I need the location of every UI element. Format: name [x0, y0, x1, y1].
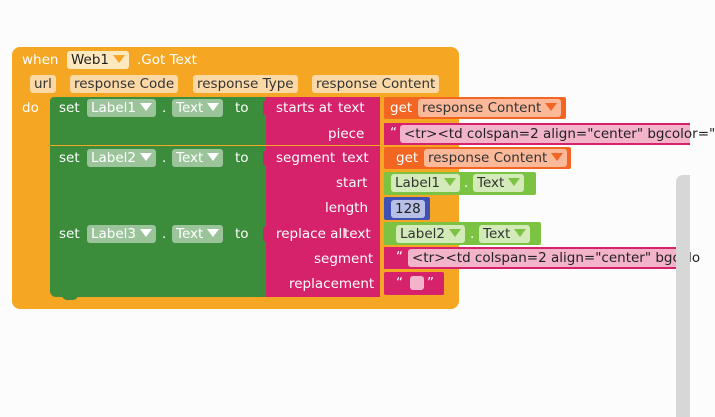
param-response-content[interactable]: response Content	[312, 75, 440, 93]
chevron-down-icon	[514, 229, 527, 237]
when-label: when	[22, 52, 59, 68]
property-dropdown-text[interactable]: Text	[479, 225, 531, 243]
to-keyword: to	[235, 100, 249, 116]
quote-open-icon: “	[390, 125, 397, 141]
quote-close-icon: ”	[427, 275, 434, 291]
quote-open-icon: “	[396, 275, 403, 291]
set-block-label3-text[interactable]	[50, 222, 268, 297]
chevron-down-icon	[140, 229, 153, 237]
set-block-label1-text[interactable]	[50, 97, 268, 145]
dot-separator: .	[464, 175, 469, 191]
chevron-down-icon	[207, 229, 220, 237]
slot-label-piece: piece	[328, 126, 365, 142]
property-dropdown-text[interactable]: Text	[172, 99, 224, 117]
set-keyword: set	[59, 150, 80, 166]
dot-separator: .	[162, 226, 167, 242]
property-dropdown-text[interactable]: Text	[473, 174, 525, 192]
do-label: do	[22, 100, 39, 116]
chevron-down-icon	[551, 153, 564, 161]
chevron-down-icon	[508, 178, 521, 186]
variable-dropdown-response-content[interactable]: response Content	[418, 99, 562, 117]
string-literal-replacement[interactable]	[410, 276, 424, 290]
block-notch	[62, 293, 78, 300]
property-dropdown-text[interactable]: Text	[172, 149, 224, 167]
replace-all-block[interactable]	[266, 222, 380, 297]
slot-label-start: start	[336, 175, 368, 191]
socket-tab	[263, 101, 267, 115]
socket-tab	[263, 151, 267, 165]
param-response-type[interactable]: response Type	[193, 75, 298, 93]
socket-tab	[263, 227, 267, 241]
param-response-code[interactable]: response Code	[70, 75, 179, 93]
slot-label-segment: segment	[314, 251, 374, 267]
string-literal-piece[interactable]: <tr><td colspan=2 align="center" bgcolor…	[400, 125, 715, 143]
slot-label-replacement: replacement	[289, 276, 375, 292]
dot-separator: .	[162, 150, 167, 166]
quote-open-icon: “	[396, 249, 403, 265]
component-dropdown-label1[interactable]: Label1	[391, 174, 461, 192]
chevron-down-icon	[140, 103, 153, 111]
component-dropdown-label2[interactable]: Label2	[396, 225, 466, 243]
chevron-down-icon	[113, 55, 126, 63]
number-literal[interactable]: 128	[391, 200, 425, 218]
chevron-down-icon	[207, 103, 220, 111]
string-literal-segment[interactable]: <tr><td colspan=2 align="center" bgcolo	[408, 249, 700, 267]
component-dropdown-web1[interactable]: Web1	[67, 51, 130, 69]
starts-at-block[interactable]	[266, 97, 380, 145]
get-keyword: get	[396, 150, 419, 166]
func-name-starts-at: starts at	[276, 100, 333, 116]
chevron-down-icon	[444, 178, 457, 186]
event-name-label: .Got Text	[137, 52, 197, 68]
segment-block[interactable]	[266, 146, 380, 222]
dot-separator: .	[470, 226, 475, 242]
set-keyword: set	[59, 100, 80, 116]
component-dropdown-label2[interactable]: Label2	[87, 149, 157, 167]
slot-label-text: text	[342, 150, 369, 166]
slot-label-length: length	[325, 200, 369, 216]
chevron-down-icon	[545, 103, 558, 111]
set-block-label2-text[interactable]	[50, 146, 268, 222]
variable-dropdown-response-content[interactable]: response Content	[424, 149, 568, 167]
dot-separator: .	[162, 100, 167, 116]
slot-label-text: text	[344, 226, 371, 242]
workspace-scrollbar[interactable]	[676, 175, 690, 417]
param-url[interactable]: url	[30, 75, 56, 93]
chevron-down-icon	[207, 153, 220, 161]
component-dropdown-label1[interactable]: Label1	[87, 99, 157, 117]
func-name-replace-all: replace all	[276, 226, 346, 242]
to-keyword: to	[235, 226, 249, 242]
set-keyword: set	[59, 226, 80, 242]
get-keyword: get	[390, 100, 413, 116]
property-dropdown-text[interactable]: Text	[172, 225, 224, 243]
func-name-segment: segment	[276, 150, 336, 166]
slot-label-text: text	[338, 100, 365, 116]
chevron-down-icon	[140, 153, 153, 161]
to-keyword: to	[235, 150, 249, 166]
component-dropdown-label3[interactable]: Label3	[87, 225, 157, 243]
chevron-down-icon	[449, 229, 462, 237]
